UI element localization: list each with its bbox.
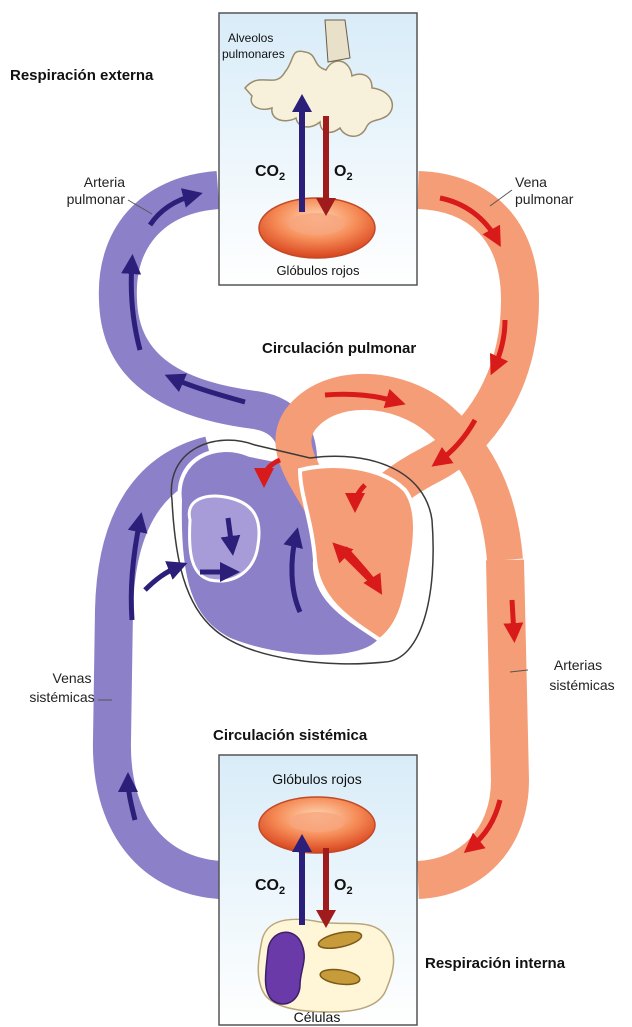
right-atrium-chamber bbox=[189, 496, 259, 581]
red-cells-label-bottom: Glóbulos rojos bbox=[272, 771, 362, 787]
external-respiration-label: Respiración externa bbox=[10, 67, 154, 84]
cells-label: Células bbox=[294, 1009, 341, 1025]
red-cells-label-top: Glóbulos rojos bbox=[276, 263, 360, 278]
internal-respiration-label: Respiración interna bbox=[425, 955, 566, 972]
systemic-arteries-vessel bbox=[418, 560, 510, 880]
nucleus-graphic bbox=[266, 932, 305, 1004]
flow-arrow bbox=[512, 600, 514, 635]
systemic-veins-label-line1: Venas bbox=[53, 670, 92, 686]
pulmonary-vein-label-line1: Vena bbox=[515, 174, 547, 190]
lung-box: Alveolos pulmonares CO2 O2 Glóbulos rojo… bbox=[219, 13, 417, 285]
systemic-circulation-label: Circulación sistémica bbox=[213, 727, 368, 744]
systemic-arteries-label-line1: Arterias bbox=[554, 657, 602, 673]
pulmonary-circulation-label: Circulación pulmonar bbox=[262, 340, 416, 357]
pulmonary-artery-label-line1: Arteria bbox=[84, 174, 125, 190]
red-blood-cell-bottom-dimple bbox=[289, 812, 345, 832]
pulmonary-vein-label-line2: pulmonar bbox=[515, 191, 574, 207]
systemic-arteries-label-line2: sistémicas bbox=[549, 677, 614, 693]
flow-arrow bbox=[145, 566, 180, 590]
tissue-box: Glóbulos rojos CO2 O2 Células bbox=[219, 755, 417, 1025]
alveoli-label-line1: Alveolos bbox=[228, 31, 273, 45]
bronchiole-graphic bbox=[325, 20, 350, 62]
systemic-veins-label-line2: sistémicas bbox=[29, 689, 94, 705]
alveoli-label-line2: pulmonares bbox=[222, 47, 285, 61]
pulmonary-artery-label-line2: pulmonar bbox=[67, 191, 126, 207]
red-blood-cell-top-dimple bbox=[289, 213, 345, 235]
